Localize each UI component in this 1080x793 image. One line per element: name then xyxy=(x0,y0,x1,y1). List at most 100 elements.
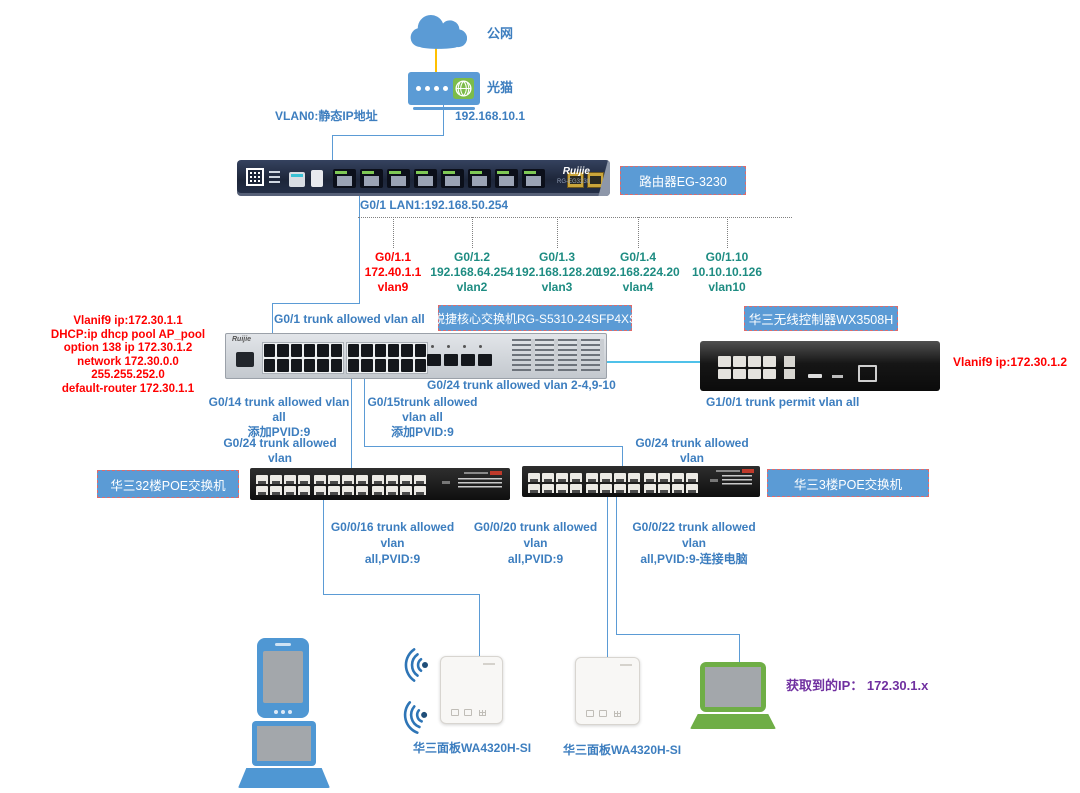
wifi-signal-icon xyxy=(396,697,436,743)
controller-sfp-ports xyxy=(784,356,795,379)
laptop-blue-base xyxy=(238,768,330,788)
access-note-g16: G0/0/16 trunk allowed vlan all,PVID:9 xyxy=(320,519,465,567)
subif-column-2: G0/1.2 192.168.64.254 vlan2 xyxy=(412,250,532,295)
poe-port-group xyxy=(314,475,368,495)
modem-shadow xyxy=(413,107,475,110)
link-poeright-pc-seg2 xyxy=(616,634,740,635)
link-modem-router-seg3 xyxy=(332,136,333,162)
ap-port-icon xyxy=(451,709,459,716)
access-note-g22: G0/0/22 trunk allowed vlan all,PVID:9-连接… xyxy=(620,519,768,567)
router-device: Ruijie RG-EG3230 xyxy=(237,160,610,196)
config-line: Vlanif9 ip:172.30.1.1 xyxy=(73,315,183,327)
ap-right-label: 华三面板WA4320H-SI xyxy=(563,743,682,757)
ap-port-icon xyxy=(599,710,607,717)
router-model-text: RG-EG3230 xyxy=(556,179,590,185)
subif-column-4: G0/1.4 192.168.224.20 vlan4 xyxy=(578,250,698,295)
ap-logo-mark xyxy=(483,663,495,665)
poe-model-text xyxy=(464,472,488,474)
client-ip-note: 获取到的IP： 172.30.1.x xyxy=(786,678,929,693)
note-line: G0/14 trunk allowed vlan all xyxy=(208,395,350,424)
ap-port-icon xyxy=(586,710,594,717)
core-sfp-leds xyxy=(431,345,482,348)
client-pc-base xyxy=(690,714,776,729)
config-line: network 172.30.0.0 xyxy=(77,355,179,368)
subif-port: G0/1.2 xyxy=(453,250,491,264)
poeright-badge: 华三3楼POE交换机 xyxy=(767,469,929,497)
subif-port: G0/1.10 xyxy=(705,250,749,264)
cloud-label: 公网 xyxy=(487,26,514,41)
core-switch-badge: 锐捷核心交换机RG-S5310-24SFP4XS xyxy=(433,305,637,331)
core-sfp-ports xyxy=(427,354,492,366)
core-dhcp-config: Vlanif9 ip:172.30.1.1 DHCP:ip dhcp pool … xyxy=(42,315,214,396)
router-wan-note: VLAN0:静态IP地址 xyxy=(275,109,378,123)
g14-note: G0/14 trunk allowed vlan all 添加PVID:9 xyxy=(208,395,350,440)
subif-column-3: G0/1.3 192.168.128.20 vlan3 xyxy=(497,250,617,295)
link-core-poeright-g15-seg2 xyxy=(364,446,623,447)
client-pc-display xyxy=(705,667,761,707)
router-lan-ports xyxy=(333,169,545,188)
router-console-port xyxy=(289,172,305,187)
subif-dotted-drop-1 xyxy=(393,217,394,248)
note-line: all,PVID:9-连接电脑 xyxy=(640,552,748,566)
subif-dotted-drop-3 xyxy=(557,217,558,248)
router-usb-port xyxy=(311,170,323,187)
link-poeright-pc-seg1 xyxy=(616,497,617,635)
wireless-controller-device xyxy=(700,341,940,391)
note-line: 添加PVID:9 xyxy=(391,425,454,439)
router-menu-lines xyxy=(269,171,280,183)
controller-vlanif-note: Vlanif9 ip:172.30.1.2 xyxy=(953,355,1068,369)
link-modem-router-seg2 xyxy=(332,135,444,136)
controller-port-note: G1/0/1 trunk permit vlan all xyxy=(706,395,860,409)
subif-ip: 172.40.1.1 xyxy=(364,265,422,279)
controller-sd-slot xyxy=(832,375,843,378)
config-line: 255.255.252.0 xyxy=(91,369,165,381)
controller-console-port xyxy=(858,365,877,382)
controller-badge: 华三无线控制器WX3508H xyxy=(744,306,898,331)
subif-ip: 192.168.224.20 xyxy=(596,265,680,279)
ap-left-device xyxy=(440,656,503,724)
modem-label: 光猫 xyxy=(487,80,514,95)
subif-column-5: G0/1.10 10.10.10.126 vlan10 xyxy=(667,250,787,295)
phone-speaker xyxy=(275,643,291,646)
note-line: all,PVID:9 xyxy=(364,552,421,566)
internet-cloud-icon xyxy=(410,15,467,49)
router-lan-note: G0/1 LAN1:192.168.50.254 xyxy=(360,198,509,212)
poe-port-group xyxy=(644,473,698,493)
controller-rj45-ports xyxy=(718,356,776,379)
client-pc-screen xyxy=(700,662,766,712)
poe-port-group xyxy=(372,475,426,495)
core-console-port xyxy=(236,352,254,367)
poe-spec-text xyxy=(458,478,502,490)
subif-vlan: vlan10 xyxy=(708,280,746,294)
link-core-poeright-g15-seg3 xyxy=(622,447,623,468)
phone-screen xyxy=(263,651,303,703)
note-line: 添加PVID:9 xyxy=(247,425,311,439)
laptop-blue-display xyxy=(257,726,311,761)
link-poeleft-ap1-seg2 xyxy=(323,594,480,595)
laptop-blue-screen xyxy=(252,721,316,766)
link-poeleft-ap1-seg3 xyxy=(479,595,480,657)
config-line: default-router 172.30.1.1 xyxy=(61,382,195,395)
link-cloud-modem xyxy=(435,48,437,72)
note-line: G0/0/22 trunk allowed vlan xyxy=(632,520,756,550)
poe-port-group xyxy=(256,475,310,495)
core-to-controller-note: G0/24 trunk allowed vlan 2-4,9-10 xyxy=(427,378,616,392)
subif-ip: 192.168.64.254 xyxy=(430,265,514,279)
modem-device xyxy=(408,72,480,105)
subif-dotted-drop-4 xyxy=(638,217,639,248)
router-sfp-port-1 xyxy=(567,172,584,188)
link-router-core-seg1 xyxy=(359,196,360,304)
config-line: DHCP:ip dhcp pool AP_pool xyxy=(50,328,206,341)
note-line: G0/24 trunk allowed vlan xyxy=(223,436,337,465)
subif-ip: 192.168.128.20 xyxy=(515,265,599,279)
poe-spec-text xyxy=(722,475,752,487)
router-brand-logo: Ruijie xyxy=(562,166,590,177)
router-badge: 路由器EG-3230 xyxy=(620,166,746,195)
config-line: option 138 ip 172.30.1.2 xyxy=(63,342,193,354)
subif-column-1: G0/1.1 172.40.1.1 vlan9 xyxy=(333,250,453,295)
poe-switch-right-device xyxy=(522,466,760,497)
ap-port-icon xyxy=(464,709,472,716)
core-switch-device: Ruijie xyxy=(225,333,607,379)
note-line: G0/15trunk allowed vlan all xyxy=(367,395,478,424)
link-modem-router-seg1 xyxy=(443,105,444,136)
